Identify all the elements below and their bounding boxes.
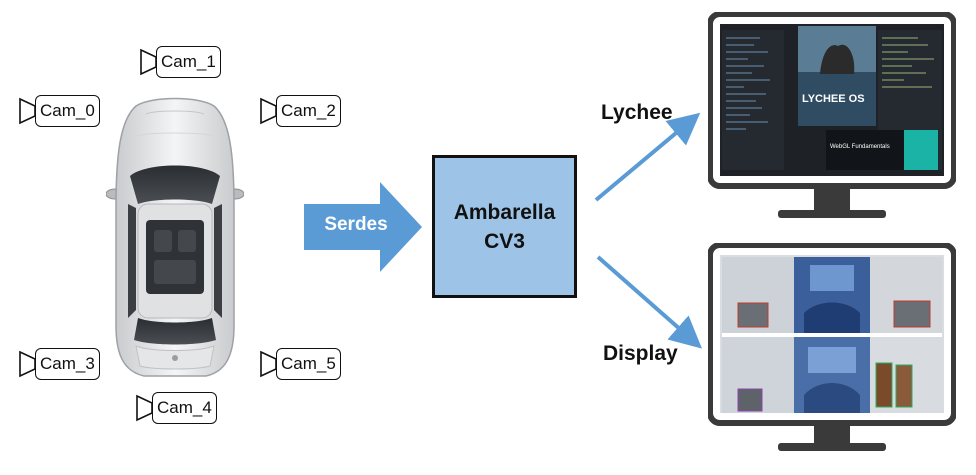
camera-label: Cam_5 (276, 348, 341, 380)
camera-cam3: Cam_3 (18, 348, 100, 380)
camera-label: Cam_3 (35, 348, 100, 380)
serdes-arrow (304, 182, 422, 272)
camera-label: Cam_1 (156, 46, 221, 78)
monitor-lychee: LYCHEE OS WebGL Fundamentals (708, 12, 956, 218)
processor-name: Ambarella (453, 200, 556, 224)
camera-label: Cam_0 (35, 95, 100, 127)
processor-model: CV3 (484, 229, 525, 253)
output-label-display: Display (603, 342, 678, 365)
camera-cam1: Cam_1 (139, 46, 221, 78)
car-illustration (106, 97, 244, 377)
output-label-lychee: Lychee (601, 101, 673, 124)
camera-label: Cam_4 (152, 392, 217, 424)
monitor-display (708, 243, 956, 451)
camera-cam4: Cam_4 (135, 392, 217, 424)
processor-box: Ambarella CV3 (432, 155, 577, 298)
camera-cam2: Cam_2 (259, 95, 341, 127)
camera-cam0: Cam_0 (18, 95, 100, 127)
webgl-card-text: WebGL Fundamentals (830, 144, 890, 150)
lychee-logo-text: LYCHEE OS (802, 93, 865, 105)
arrow-to-lychee (594, 112, 701, 202)
serdes-label: Serdes (324, 214, 388, 235)
arrow-to-display (596, 255, 703, 349)
camera-cam5: Cam_5 (259, 348, 341, 380)
camera-label: Cam_2 (276, 95, 341, 127)
